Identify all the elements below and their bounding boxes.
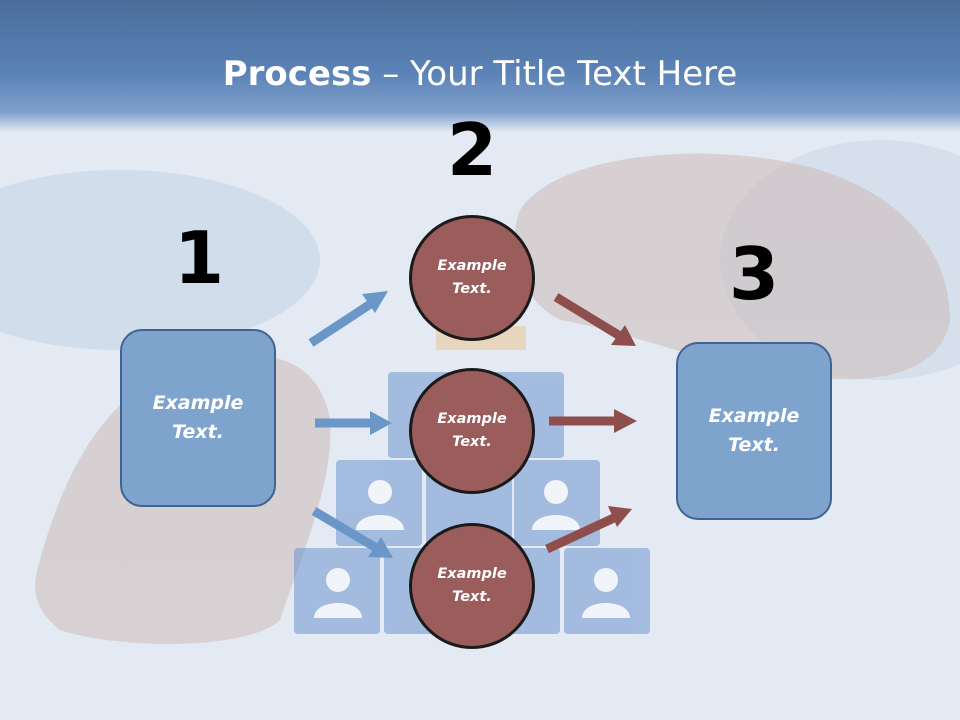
title-rest: – Your Title Text Here [371,54,738,94]
arrow-1-to-top [308,299,375,347]
circle-top-text: Example Text. [437,258,507,297]
step-3-box: Example Text. [676,342,832,520]
circle-middle-text: Example Text. [437,411,507,450]
step-1-box: Example Text. [120,329,276,507]
circle-middle: Example Text. [409,368,535,494]
step-number-2: 2 [446,108,498,192]
circle-top: Example Text. [409,215,535,341]
arrow-top-to-3 [553,293,623,340]
step-number-3: 3 [728,232,780,316]
arrow-1-to-bottom [311,507,381,553]
header-band [0,0,960,132]
step-number-1: 1 [173,216,225,300]
circle-bottom: Example Text. [409,523,535,649]
step-3-text: Example Text. [708,405,800,456]
arrow-bottom-to-3 [545,512,618,554]
circle-bottom-text: Example Text. [437,566,507,605]
title-bold: Process [222,54,372,94]
page-title: Process – Your Title Text Here [0,52,960,96]
step-1-text: Example Text. [152,392,244,443]
